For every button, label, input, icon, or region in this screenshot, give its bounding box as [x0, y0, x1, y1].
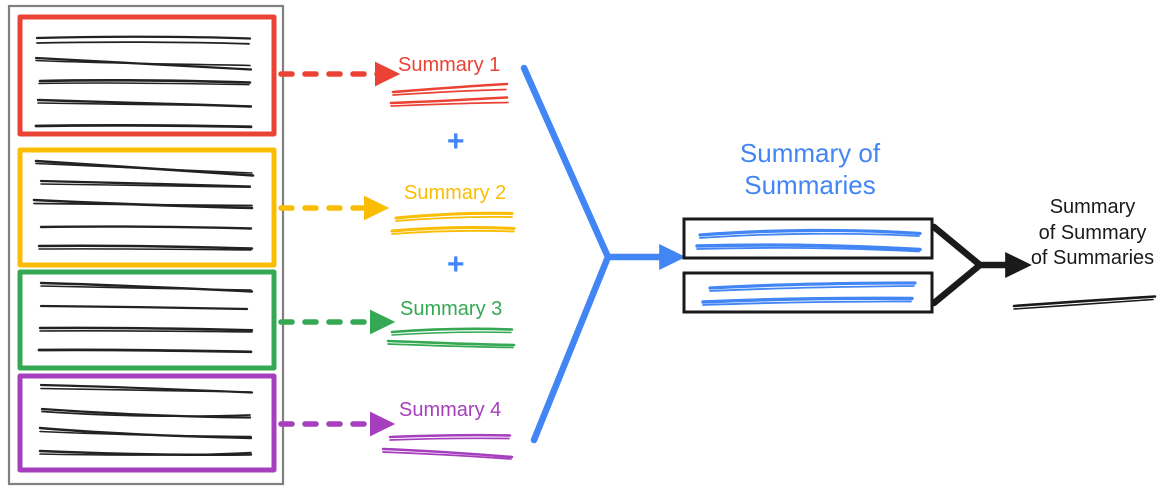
summary-4-scribble: [381, 433, 514, 460]
summary-1-label: Summary 1: [398, 54, 501, 76]
sos-title-line-2: Summaries: [744, 169, 876, 200]
document-3-text-lines: [37, 281, 254, 354]
summary-1-scribble: [389, 82, 509, 107]
source-documents-container: [7, 4, 285, 486]
document-2-text-lines: [32, 159, 255, 251]
final-merge-arrow-black: [930, 223, 1032, 307]
summary-3-label: Summary 3: [400, 298, 503, 320]
summary-of-summaries-title: Summary of Summaries: [700, 138, 920, 201]
sos-box-1[interactable]: [682, 217, 934, 260]
document-1-text-lines: [34, 35, 253, 129]
document-box-4[interactable]: [17, 373, 277, 473]
document-box-1[interactable]: [17, 14, 277, 137]
final-title-line-3: of Summaries: [1030, 247, 1155, 270]
summary-3-scribble: [386, 327, 516, 349]
summary-4-label: Summary 4: [399, 399, 502, 421]
final-output-title: Summary of Summary of Summaries: [1015, 195, 1170, 272]
sos-title-line-1: Summary of: [739, 138, 881, 168]
merge-arrow-blue: [520, 64, 686, 444]
plus-operator-2: +: [447, 248, 465, 281]
plus-operator-1: +: [447, 125, 465, 158]
document-box-2[interactable]: [17, 147, 277, 268]
document-4-text-lines: [38, 383, 254, 457]
summary-2-label: Summary 2: [404, 182, 507, 204]
final-title-line-2: of Summary: [1038, 221, 1147, 244]
final-title-line-1: Summary: [1049, 196, 1136, 218]
sos-box-2[interactable]: [682, 271, 934, 314]
sos-box-2-scribble: [701, 281, 917, 306]
summary-2-scribble: [390, 211, 516, 235]
document-box-3[interactable]: [17, 269, 277, 371]
sos-box-1-scribble: [695, 228, 922, 253]
final-output-scribble: [1012, 295, 1157, 310]
